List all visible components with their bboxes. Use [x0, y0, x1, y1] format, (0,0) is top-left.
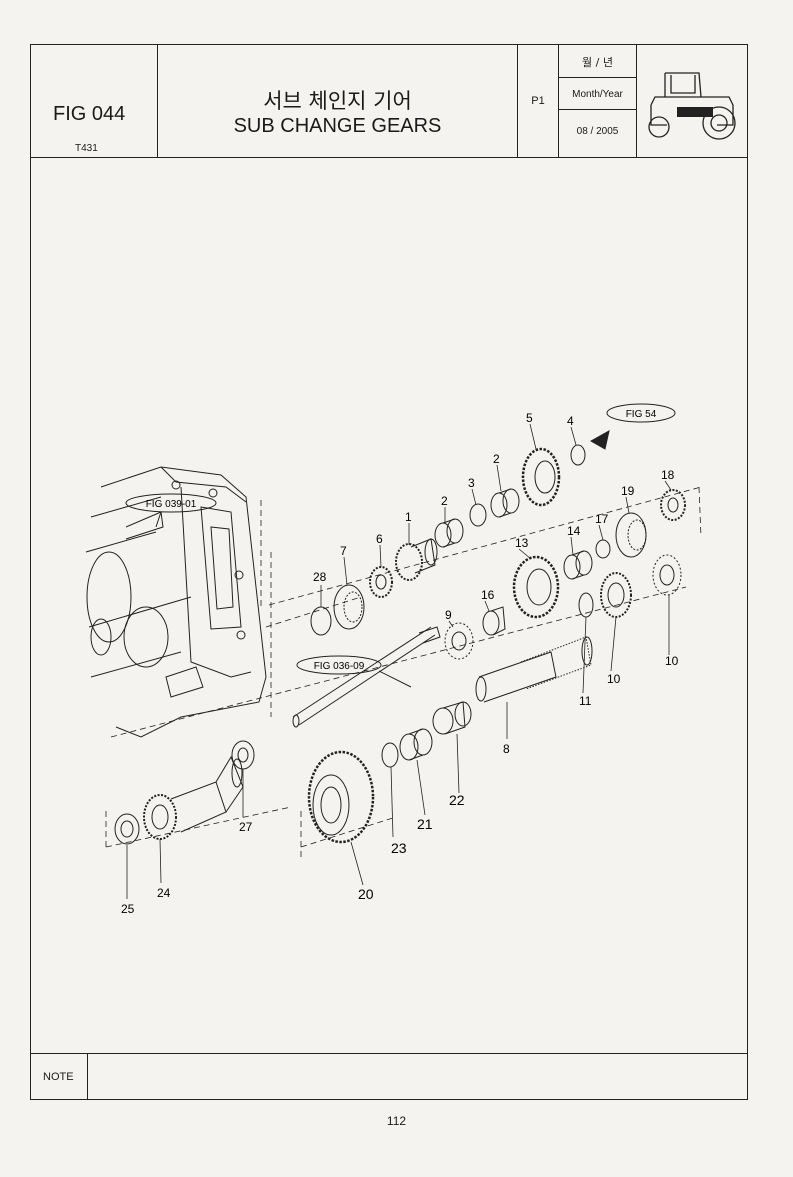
callout: 3	[468, 476, 475, 490]
needle-bearing-2-right	[490, 488, 520, 518]
callout: 14	[567, 524, 581, 538]
main-shaft-9	[475, 636, 593, 703]
callout: 16	[481, 588, 495, 602]
callout: 24	[157, 886, 171, 900]
gear-21	[307, 750, 375, 844]
drawing-frame: FIG 044 T431 서브 체인지 기어 SUB CHANGE GEARS …	[30, 44, 748, 1100]
callout: 27	[239, 820, 253, 834]
needle-bearing-22	[399, 728, 433, 761]
title-korean: 서브 체인지 기어	[263, 89, 412, 113]
callout: 19	[621, 484, 635, 498]
note-label: NOTE	[43, 1071, 74, 1083]
callout: 6	[376, 532, 383, 546]
sleeve-20	[615, 512, 647, 558]
callout: 20	[358, 886, 374, 902]
bushing-3	[469, 503, 487, 527]
callout: 25	[121, 902, 135, 916]
page-number: 112	[386, 1114, 407, 1128]
title-block: FIG 044 T431 서브 체인지 기어 SUB CHANGE GEARS …	[31, 45, 747, 158]
title-cell: 서브 체인지 기어 SUB CHANGE GEARS	[158, 45, 518, 157]
sleeve-7	[333, 584, 365, 630]
ref-fig-54: FIG 54	[626, 409, 657, 420]
callout: 2	[441, 494, 448, 508]
needle-bearing-16	[563, 550, 593, 580]
washer-4	[570, 444, 586, 466]
callout: 10	[665, 654, 679, 668]
bearing-28	[231, 740, 255, 770]
callout: 7	[340, 544, 347, 558]
date-label-korean: 월 / 년	[582, 56, 613, 69]
gear-5	[521, 447, 561, 507]
callout: 11	[579, 694, 592, 708]
gear-11	[600, 572, 632, 618]
arrow-icon	[589, 430, 610, 450]
ref-fig-039: FIG 039-01	[146, 499, 197, 510]
model-code: T431	[75, 143, 98, 154]
gear-1	[395, 538, 438, 581]
circlip-8	[310, 606, 332, 636]
bearing-27	[114, 813, 140, 845]
callout: 4	[567, 414, 574, 428]
bearing-10-right	[652, 554, 682, 596]
callout: 22	[449, 792, 465, 808]
bearing-10-left	[444, 622, 474, 660]
gear-14	[512, 555, 560, 619]
callout: 2	[493, 452, 500, 466]
washer-18	[595, 539, 611, 559]
callout: 1	[405, 510, 412, 524]
callout: 9	[445, 608, 452, 622]
bushing-23	[432, 701, 472, 735]
transmission-housing	[85, 466, 267, 738]
tractor-icon	[648, 72, 736, 140]
page-code-cell: P1	[518, 45, 559, 157]
shaft-fig-036	[292, 626, 441, 728]
date-value: 08 / 2005	[576, 126, 619, 137]
callout: 17	[595, 512, 609, 526]
gear-shaft-25	[143, 755, 244, 840]
exploded-view-diagram: FIG 54 FIG 039-01 FIG 036-09 1 2 2 3 4 5…	[85, 403, 702, 916]
tractor-cell	[637, 45, 747, 157]
callout: 8	[503, 742, 510, 756]
callout: 18	[661, 468, 675, 482]
needle-bearing-2-left	[434, 518, 464, 548]
callout: 13	[515, 536, 529, 550]
callout: 5	[526, 411, 533, 425]
callout: 21	[417, 816, 433, 832]
callout: 28	[313, 570, 327, 584]
callout: 23	[391, 840, 407, 856]
fig-cell: FIG 044 T431	[31, 45, 158, 157]
bushing-17	[482, 606, 506, 636]
date-cell: 월 / 년 Month/Year 08 / 2005	[559, 45, 637, 157]
title-english: SUB CHANGE GEARS	[233, 115, 442, 137]
hub-6	[369, 566, 393, 598]
ring-24	[381, 742, 399, 768]
ref-fig-036: FIG 036-09	[314, 661, 365, 672]
note-label-cell: NOTE	[31, 1054, 88, 1100]
page-code: P1	[531, 95, 545, 107]
callout: 10	[607, 672, 621, 686]
note-row: NOTE	[31, 1053, 747, 1100]
date-label: Month/Year	[572, 89, 623, 100]
fig-number: FIG 044	[53, 103, 126, 125]
hub-19	[660, 489, 686, 521]
